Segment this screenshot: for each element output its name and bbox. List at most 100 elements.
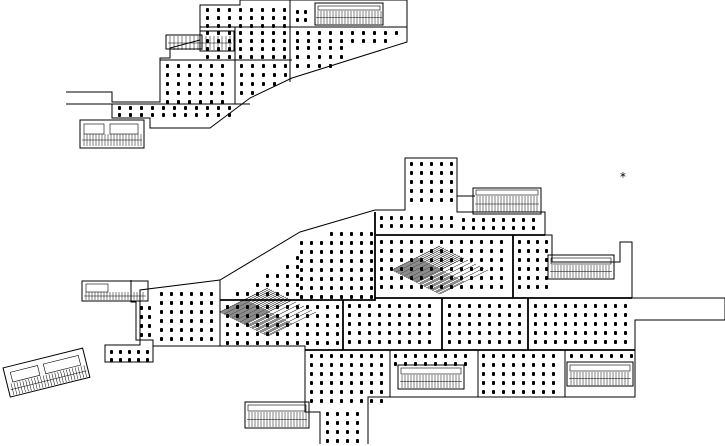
parking-stall xyxy=(273,64,276,68)
parking-stall xyxy=(296,305,299,309)
parking-stall xyxy=(221,82,224,86)
parking-stall xyxy=(251,64,254,68)
parking-stall xyxy=(594,304,597,308)
parking-stall xyxy=(228,31,231,35)
parking-stall xyxy=(370,381,373,385)
parking-stall xyxy=(306,341,309,345)
parking-stall xyxy=(527,276,530,280)
parking-stall xyxy=(373,39,376,43)
parking-stall xyxy=(307,64,310,68)
parking-stall xyxy=(148,306,151,310)
parking-stall xyxy=(340,354,343,358)
parking-stall xyxy=(340,46,343,50)
parking-stall xyxy=(420,180,423,184)
parking-stall xyxy=(614,322,617,326)
parking-stall xyxy=(468,313,471,317)
parking-stall xyxy=(261,31,264,35)
parking-stall xyxy=(350,241,353,245)
parking-stall xyxy=(552,354,555,358)
parking-stall xyxy=(488,340,491,344)
parking-stall xyxy=(544,313,547,317)
parking-stall xyxy=(360,286,363,290)
parking-stall xyxy=(173,113,176,117)
parking-stall xyxy=(160,337,163,341)
parking-stall xyxy=(300,286,303,290)
parking-stall xyxy=(210,100,213,104)
parking-stall xyxy=(552,363,555,367)
parking-stall xyxy=(522,363,525,367)
parking-stall xyxy=(210,310,213,314)
parking-stall xyxy=(468,331,471,335)
parking-stall xyxy=(480,285,483,289)
lower-lot-outline-c xyxy=(367,319,725,444)
parking-stall xyxy=(478,322,481,326)
parking-stall xyxy=(380,381,383,385)
parking-stall xyxy=(356,421,359,425)
parking-stall xyxy=(378,331,381,335)
parking-stall xyxy=(368,313,371,317)
parking-stall xyxy=(594,331,597,335)
parking-stall xyxy=(326,430,329,434)
parking-stall xyxy=(340,286,343,290)
parking-stall xyxy=(246,292,249,296)
parking-stall xyxy=(307,55,310,59)
parking-stall xyxy=(210,328,213,332)
parking-stall xyxy=(151,113,154,117)
parking-stall xyxy=(310,286,313,290)
parking-stall xyxy=(336,341,339,345)
parking-stall xyxy=(296,283,299,287)
parking-stall xyxy=(350,277,353,281)
parking-stall xyxy=(380,390,383,394)
parking-stall xyxy=(410,249,413,253)
parking-stall xyxy=(206,47,209,51)
parking-stall xyxy=(246,332,249,336)
parking-stall xyxy=(296,39,299,43)
lower-building-southwest xyxy=(2,347,91,398)
parking-stall xyxy=(318,64,321,68)
parking-stall xyxy=(239,31,242,35)
parking-stall xyxy=(378,340,381,344)
parking-stall xyxy=(350,268,353,272)
parking-stall xyxy=(574,340,577,344)
parking-stall xyxy=(448,313,451,317)
parking-stall xyxy=(251,91,254,95)
parking-stall xyxy=(283,55,286,59)
parking-stall xyxy=(410,180,413,184)
parking-stall xyxy=(500,258,503,262)
parking-stall xyxy=(518,285,521,289)
parking-stall xyxy=(261,8,264,12)
parking-stall xyxy=(448,304,451,308)
parking-stall xyxy=(221,91,224,95)
parking-stall xyxy=(508,304,511,308)
parking-stall xyxy=(266,274,269,278)
parking-stall xyxy=(350,295,353,299)
parking-stall xyxy=(272,47,275,51)
parking-stall xyxy=(326,421,329,425)
parking-stall xyxy=(128,350,131,354)
parking-stall xyxy=(336,323,339,327)
parking-stall xyxy=(266,283,269,287)
parking-stall xyxy=(246,341,249,345)
parking-stall xyxy=(545,249,548,253)
parking-stall xyxy=(320,241,323,245)
parking-stall xyxy=(390,276,393,280)
parking-stall xyxy=(296,64,299,68)
parking-stall xyxy=(450,224,453,228)
parking-stall xyxy=(450,240,453,244)
parking-stall xyxy=(148,324,151,328)
parking-stall xyxy=(410,240,413,244)
parking-stall xyxy=(190,310,193,314)
parking-stall xyxy=(228,8,231,12)
parking-stall xyxy=(594,313,597,317)
parking-stall xyxy=(512,381,515,385)
parking-stall xyxy=(170,319,173,323)
parking-stall xyxy=(329,64,332,68)
parking-stall xyxy=(180,337,183,341)
parking-stall xyxy=(395,31,398,35)
parking-stall xyxy=(210,91,213,95)
parking-stall xyxy=(350,232,353,236)
parking-stall xyxy=(184,106,187,110)
parking-stall xyxy=(283,16,286,20)
parking-stall xyxy=(170,337,173,341)
parking-stall xyxy=(318,55,321,59)
